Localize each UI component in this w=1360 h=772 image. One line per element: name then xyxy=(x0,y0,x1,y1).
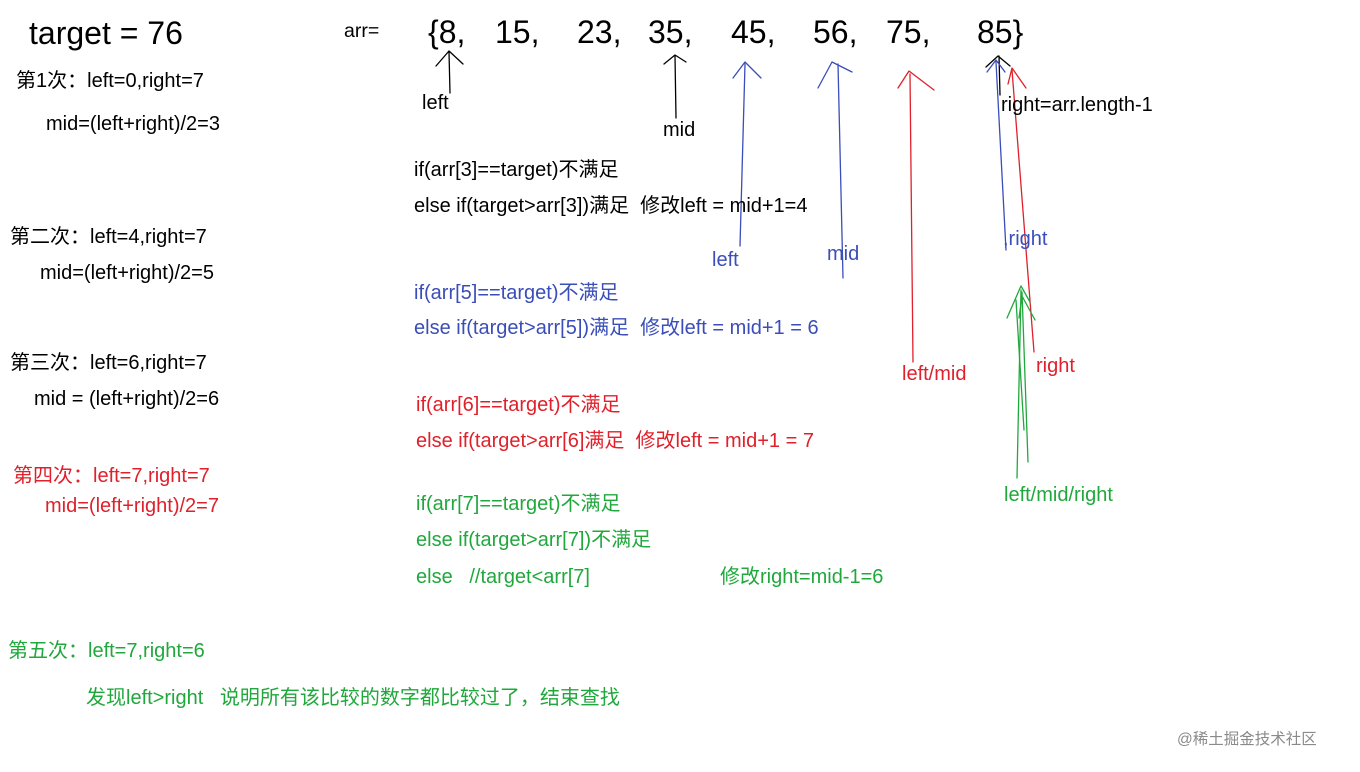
step3-code-if: if(arr[6]==target)不满足 xyxy=(416,394,621,416)
pointer-label-left-mid-right-step4: left/mid/right xyxy=(1004,484,1113,506)
pointer-label-left-step2: left xyxy=(712,249,739,271)
step1-title: 第1次：left=0,right=7 xyxy=(16,70,204,92)
hand-drawn-arrow-icon xyxy=(1007,67,1035,353)
hand-drawn-arrow-icon xyxy=(1015,299,1025,431)
black-pointers xyxy=(435,50,1011,119)
step2-code-else-if: else if(target>arr[5])满足 修改left = mid+1 … xyxy=(414,317,819,339)
pointer-label-right-length: right=arr.length-1 xyxy=(1001,94,1153,116)
step1-code-if: if(arr[3]==target)不满足 xyxy=(414,159,619,181)
step4-code-else-if: else if(target>arr[7])不满足 xyxy=(416,529,652,551)
hand-drawn-arrow-icon xyxy=(663,54,687,119)
array-item: 85} xyxy=(977,14,1024,50)
watermark: @稀土掘金技术社区 xyxy=(1177,731,1317,748)
array-item: 56, xyxy=(813,14,858,50)
array-item: {8, xyxy=(428,14,466,50)
step4-code-if: if(arr[7]==target)不满足 xyxy=(416,493,621,515)
step1-code-else-if: else if(target>arr[3])满足 修改left = mid+1=… xyxy=(414,195,808,217)
hand-drawn-arrow-icon xyxy=(817,61,853,279)
target-label: target = 76 xyxy=(29,15,183,51)
array-item: 23, xyxy=(577,14,622,50)
hand-drawn-arrow-icon xyxy=(897,70,935,363)
array-item: 15, xyxy=(495,14,540,50)
hand-drawn-arrow-icon xyxy=(985,55,1011,96)
step5-conclusion: 发现left>right 说明所有该比较的数字都比较过了，结束查找 xyxy=(86,687,620,709)
step2-mid: mid=(left+right)/2=5 xyxy=(40,262,214,284)
step3-mid: mid = (left+right)/2=6 xyxy=(34,388,220,410)
hand-drawn-arrow-icon xyxy=(435,50,464,94)
blue-pointers xyxy=(732,59,1007,279)
hand-drawn-arrow-icon xyxy=(732,61,762,247)
step2-title: 第二次：left=4,right=7 xyxy=(10,226,207,248)
array-item: 45, xyxy=(731,14,776,50)
step1-mid: mid=(left+right)/2=3 xyxy=(46,113,220,135)
green-pointers xyxy=(1006,285,1036,479)
step4-code-else: else //target<arr[7] xyxy=(416,566,590,588)
step4-title: 第四次：left=7,right=7 xyxy=(13,465,210,487)
hand-drawn-arrow-icon xyxy=(1006,285,1031,479)
step4-mid: mid=(left+right)/2=7 xyxy=(45,495,219,517)
red-pointers xyxy=(897,67,1035,363)
array-item: 35, xyxy=(648,14,693,50)
pointer-label-left: left xyxy=(422,92,449,114)
step5-title: 第五次：left=7,right=6 xyxy=(8,640,205,662)
step3-code-else-if: else if(target>arr[6]满足 修改left = mid+1 =… xyxy=(416,430,814,452)
pointer-label-right-step2: ,right xyxy=(1003,228,1048,250)
array-item: 75, xyxy=(886,14,931,50)
pointer-label-mid: mid xyxy=(663,119,696,141)
arr-label: arr= xyxy=(344,20,380,42)
pointer-label-left-mid-step3: left/mid xyxy=(902,363,967,385)
hand-drawn-arrow-icon xyxy=(1018,291,1036,463)
step3-title: 第三次：left=6,right=7 xyxy=(10,352,207,374)
step2-code-if: if(arr[5]==target)不满足 xyxy=(414,282,619,304)
pointer-label-right-step3: right xyxy=(1036,355,1075,377)
hand-drawn-arrow-icon xyxy=(986,59,1007,251)
pointer-label-mid-step2: mid xyxy=(827,243,860,265)
step4-code-update-right: 修改right=mid-1=6 xyxy=(720,566,884,588)
